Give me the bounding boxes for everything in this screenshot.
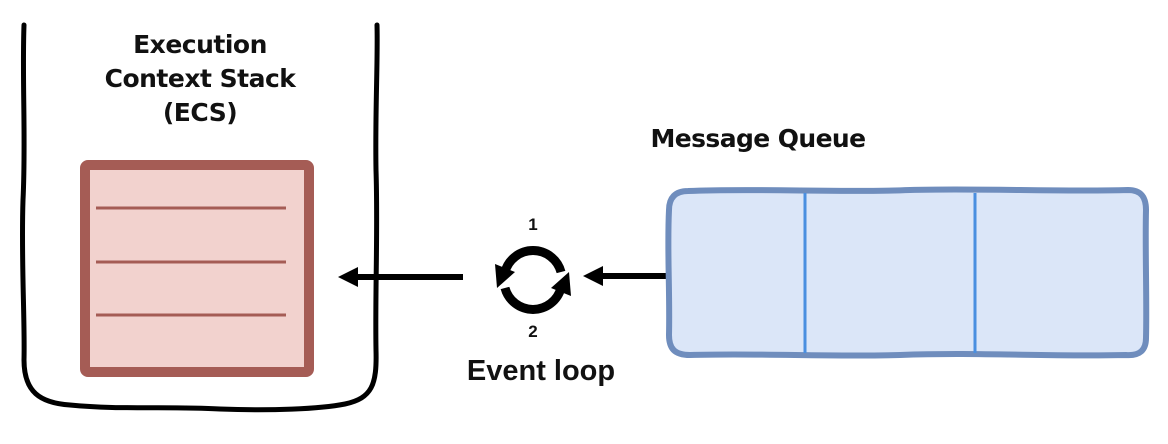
event-loop-label: Event loop [466,355,616,387]
ecs-title-line-3: (ECS) [162,98,238,127]
event-loop-step-2: 2 [528,322,538,341]
arrow-event-loop-to-ecs [338,267,463,287]
refresh-cycle-icon [495,246,571,314]
ecs-title-line-2: Context Stack [104,64,296,93]
ecs-container-outline [19,22,380,413]
ecs-title-line-1: Execution [133,30,267,59]
message-queue-outline [665,186,1150,359]
message-queue [665,186,1150,359]
ecs-stack-frame [80,160,314,377]
message-queue-title: Message Queue [650,124,867,153]
ecs-title: Execution Context Stack (ECS) [40,28,360,130]
event-loop-step-1: 1 [528,215,538,234]
